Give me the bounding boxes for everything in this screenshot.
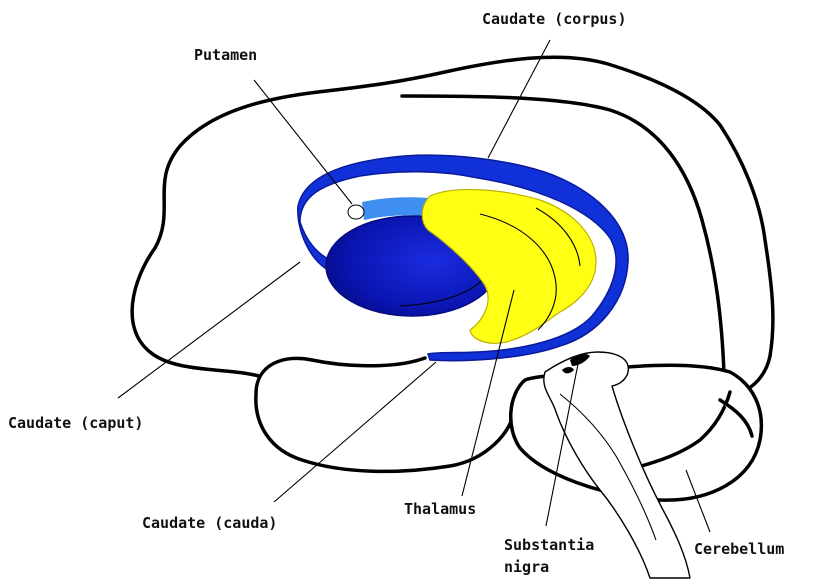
label-thalamus: Thalamus [404,500,476,518]
label-caudate-corpus: Caudate (corpus) [482,10,627,28]
label-caudate-caput: Caudate (caput) [8,414,143,432]
putamen-pointer-dot [348,205,364,219]
label-caudate-cauda: Caudate (cauda) [142,514,277,532]
label-cerebellum: Cerebellum [694,540,784,558]
label-substantia-nigra-line2: nigra [504,558,549,576]
label-substantia-nigra-line1: Substantia [504,536,594,554]
label-putamen: Putamen [194,46,257,64]
